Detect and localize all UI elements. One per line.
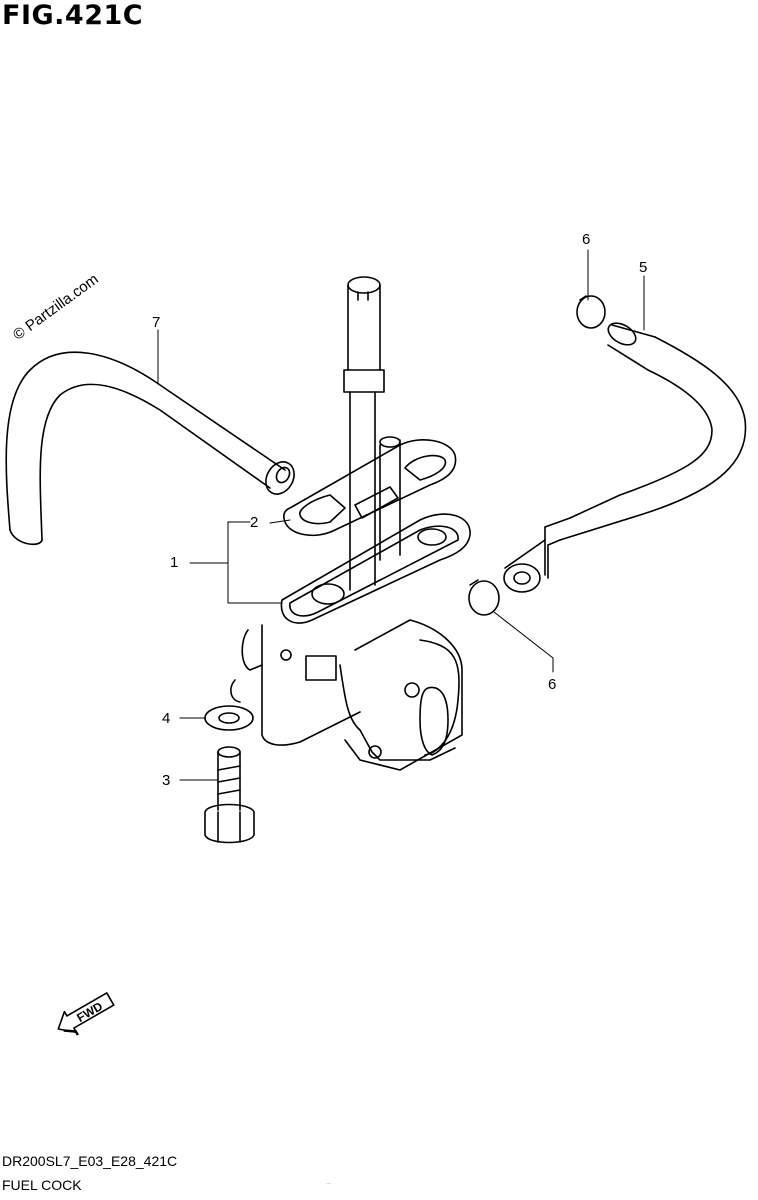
leader-lines xyxy=(157,249,645,781)
washer-part-4[interactable] xyxy=(204,705,254,731)
callout-1: 1 xyxy=(170,554,179,571)
fwd-arrow-icon: FWD xyxy=(57,992,115,1036)
callout-4: 4 xyxy=(162,710,171,727)
gasket-part-2[interactable] xyxy=(283,439,457,537)
callout-6-bottom: 6 xyxy=(548,676,557,693)
callout-3: 3 xyxy=(162,772,171,789)
figure-name: FUEL COCK xyxy=(2,1177,82,1193)
figure-title: FIG.421C xyxy=(2,0,144,31)
callout-7: 7 xyxy=(152,314,161,331)
callout-2: 2 xyxy=(250,514,259,531)
hose-part-7[interactable] xyxy=(5,351,300,546)
pickup-tube xyxy=(343,276,401,591)
hose-part-5[interactable] xyxy=(503,319,747,593)
callout-6-top: 6 xyxy=(582,231,591,248)
clip-part-6-top[interactable] xyxy=(576,295,606,329)
fine-print: … xyxy=(326,1180,331,1186)
fuel-cock-part-1[interactable] xyxy=(230,513,471,771)
clip-part-6-bottom[interactable] xyxy=(468,579,500,616)
model-code: DR200SL7_E03_E28_421C xyxy=(2,1153,178,1169)
bolt-part-3[interactable] xyxy=(204,746,255,844)
callout-5: 5 xyxy=(639,259,648,276)
